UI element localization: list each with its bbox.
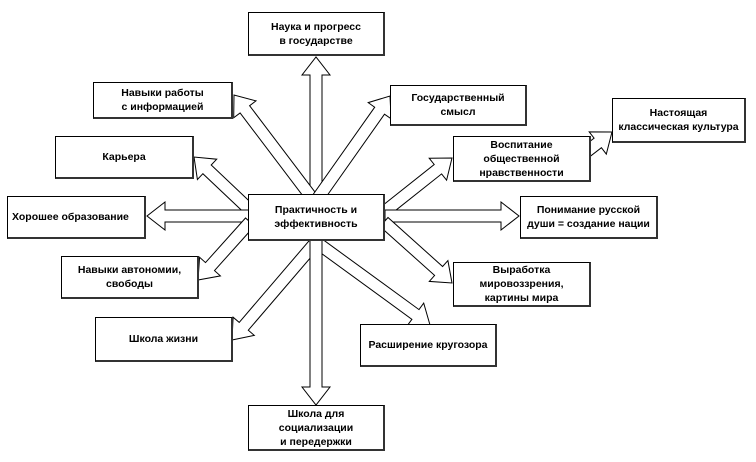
arrow-to-science [300, 56, 332, 199]
node-worldview: Выработка мировоззрения, картины мира [453, 262, 591, 307]
arrow-to-moral-education [379, 157, 453, 218]
node-classic-culture: Настоящая классическая культура [612, 98, 746, 143]
arrow-to-school-of-life [231, 237, 322, 341]
node-school-of-life: Школа жизни [95, 317, 233, 362]
arrow-to-autonomy-skills [197, 217, 256, 281]
arrow-to-worldview [379, 216, 453, 284]
node-moral-education: Воспитание общественной нравственности [453, 136, 591, 182]
node-info-skills: Навыки работы с информацией [93, 82, 233, 119]
node-science: Наука и прогресс в государстве [248, 12, 385, 56]
arrow-to-horizons [311, 236, 431, 327]
node-russian-soul: Понимание русской души = создание нации [520, 196, 658, 239]
arrow-to-socialization-school [300, 239, 332, 406]
node-state-meaning: Государственный смысл [390, 85, 527, 126]
arrow-to-state-meaning [312, 95, 392, 203]
arrow-to-career [193, 156, 255, 216]
node-autonomy-skills: Навыки автономии, свободы [61, 256, 199, 299]
arrow-to-info-skills [233, 94, 318, 203]
arrow-to-russian-soul [384, 200, 520, 232]
node-center: Практичность и эффективность [248, 194, 385, 241]
node-career: Карьера [55, 136, 194, 179]
node-horizons: Расширение кругозора [360, 324, 497, 367]
arrow-to-good-education [146, 200, 251, 232]
node-socialization-school: Школа для социализации и передержки [248, 405, 385, 451]
node-good-education: Хорошее образование [7, 196, 146, 239]
